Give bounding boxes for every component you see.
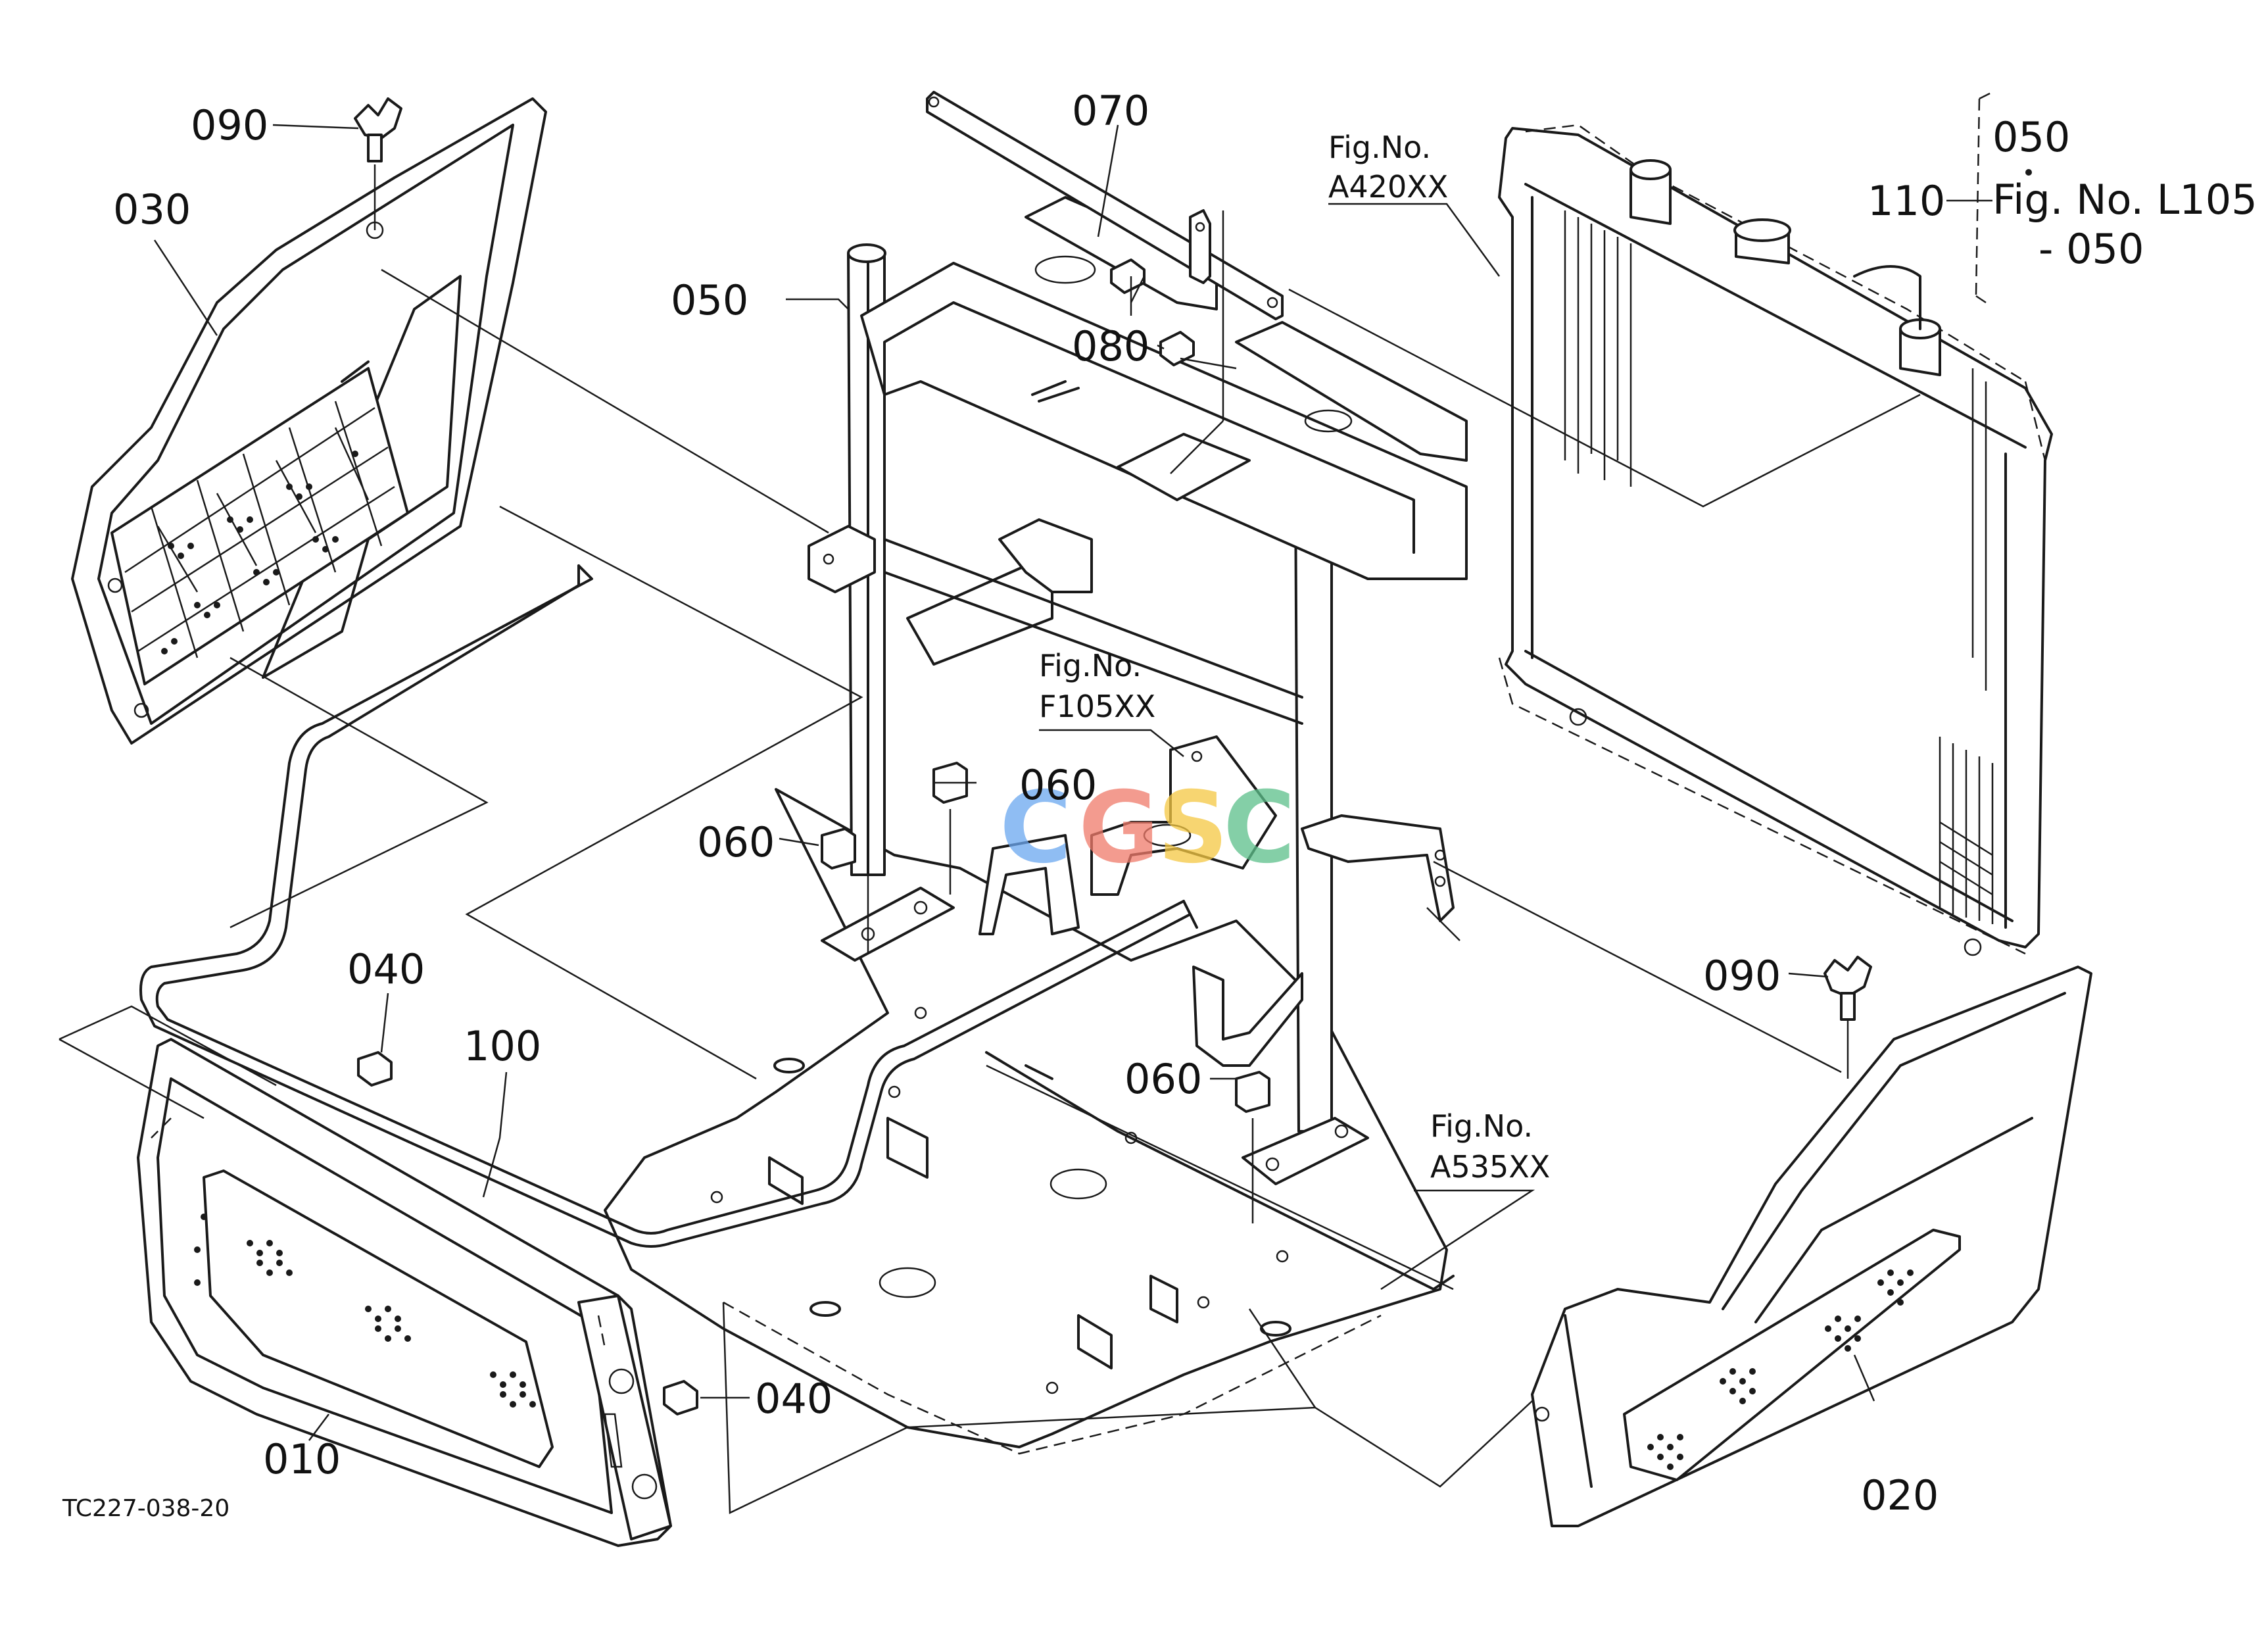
callout-090-right: 090 — [1703, 952, 1781, 1000]
fig-ref-a420-code: A420XX — [1328, 169, 1448, 205]
drawing-code: TC227-038-20 — [62, 1495, 229, 1522]
callout-110: 110 — [1868, 177, 1945, 225]
seal-100-drawing — [139, 564, 1198, 1248]
fig-ref-a535-code: A535XX — [1430, 1149, 1550, 1185]
side-cover-grille — [110, 367, 409, 685]
watermark-letter-1: C — [1000, 771, 1072, 885]
fig-ref-a535-head: Fig.No. — [1430, 1108, 1533, 1144]
callout-090-left: 090 — [191, 101, 268, 149]
radiator-note-line1: 050 — [1992, 113, 2070, 161]
front-cover-010-drawing — [137, 1038, 672, 1547]
side-cover-030-drawing — [71, 97, 547, 745]
bar-070-drawing — [926, 91, 1284, 320]
fig-ref-f105-head: Fig.No. — [1039, 648, 1142, 683]
radiator-drawing — [1498, 124, 2053, 956]
callout-060-b: 060 — [1019, 761, 1097, 809]
frame-050-drawing — [808, 196, 1468, 1185]
watermark-letter-4: C — [1223, 771, 1295, 885]
watermark-letter-3: S — [1157, 771, 1228, 885]
callout-060-c: 060 — [1124, 1055, 1202, 1103]
callout-100: 100 — [464, 1022, 541, 1070]
callout-010: 010 — [263, 1435, 341, 1483]
callout-040-bottom: 040 — [755, 1375, 832, 1423]
radiator-note-line2: Fig. No. L105 — [1992, 176, 2257, 224]
assembly-lines — [59, 164, 1921, 1514]
callout-060-a: 060 — [697, 818, 775, 866]
radiator-note: 050 Fig. No. L105 - 050 — [1992, 113, 2257, 273]
side-cover-020-drawing — [1531, 966, 2092, 1527]
callout-040-top: 040 — [347, 945, 425, 993]
watermark: C G S C — [1000, 771, 1295, 885]
radiator-note-line3: - 050 — [2039, 225, 2144, 273]
figure-references: Fig.No. A420XX Fig.No. F105XX Fig.No. A5… — [1039, 130, 1550, 1185]
floor-plate-drawing — [604, 788, 1455, 1455]
fig-ref-f105-code: F105XX — [1039, 689, 1155, 724]
callout-020: 020 — [1861, 1471, 1939, 1519]
callout-leaders — [153, 91, 1993, 1441]
callout-070: 070 — [1072, 87, 1149, 135]
watermark-letter-2: G — [1078, 771, 1159, 885]
callout-030: 030 — [113, 185, 191, 234]
callout-labels: 090 030 050 070 080 060 060 060 040 100 … — [113, 87, 1945, 1519]
callout-080: 080 — [1072, 322, 1149, 370]
fig-ref-a420-head: Fig.No. — [1328, 130, 1431, 165]
callout-050: 050 — [671, 276, 748, 324]
